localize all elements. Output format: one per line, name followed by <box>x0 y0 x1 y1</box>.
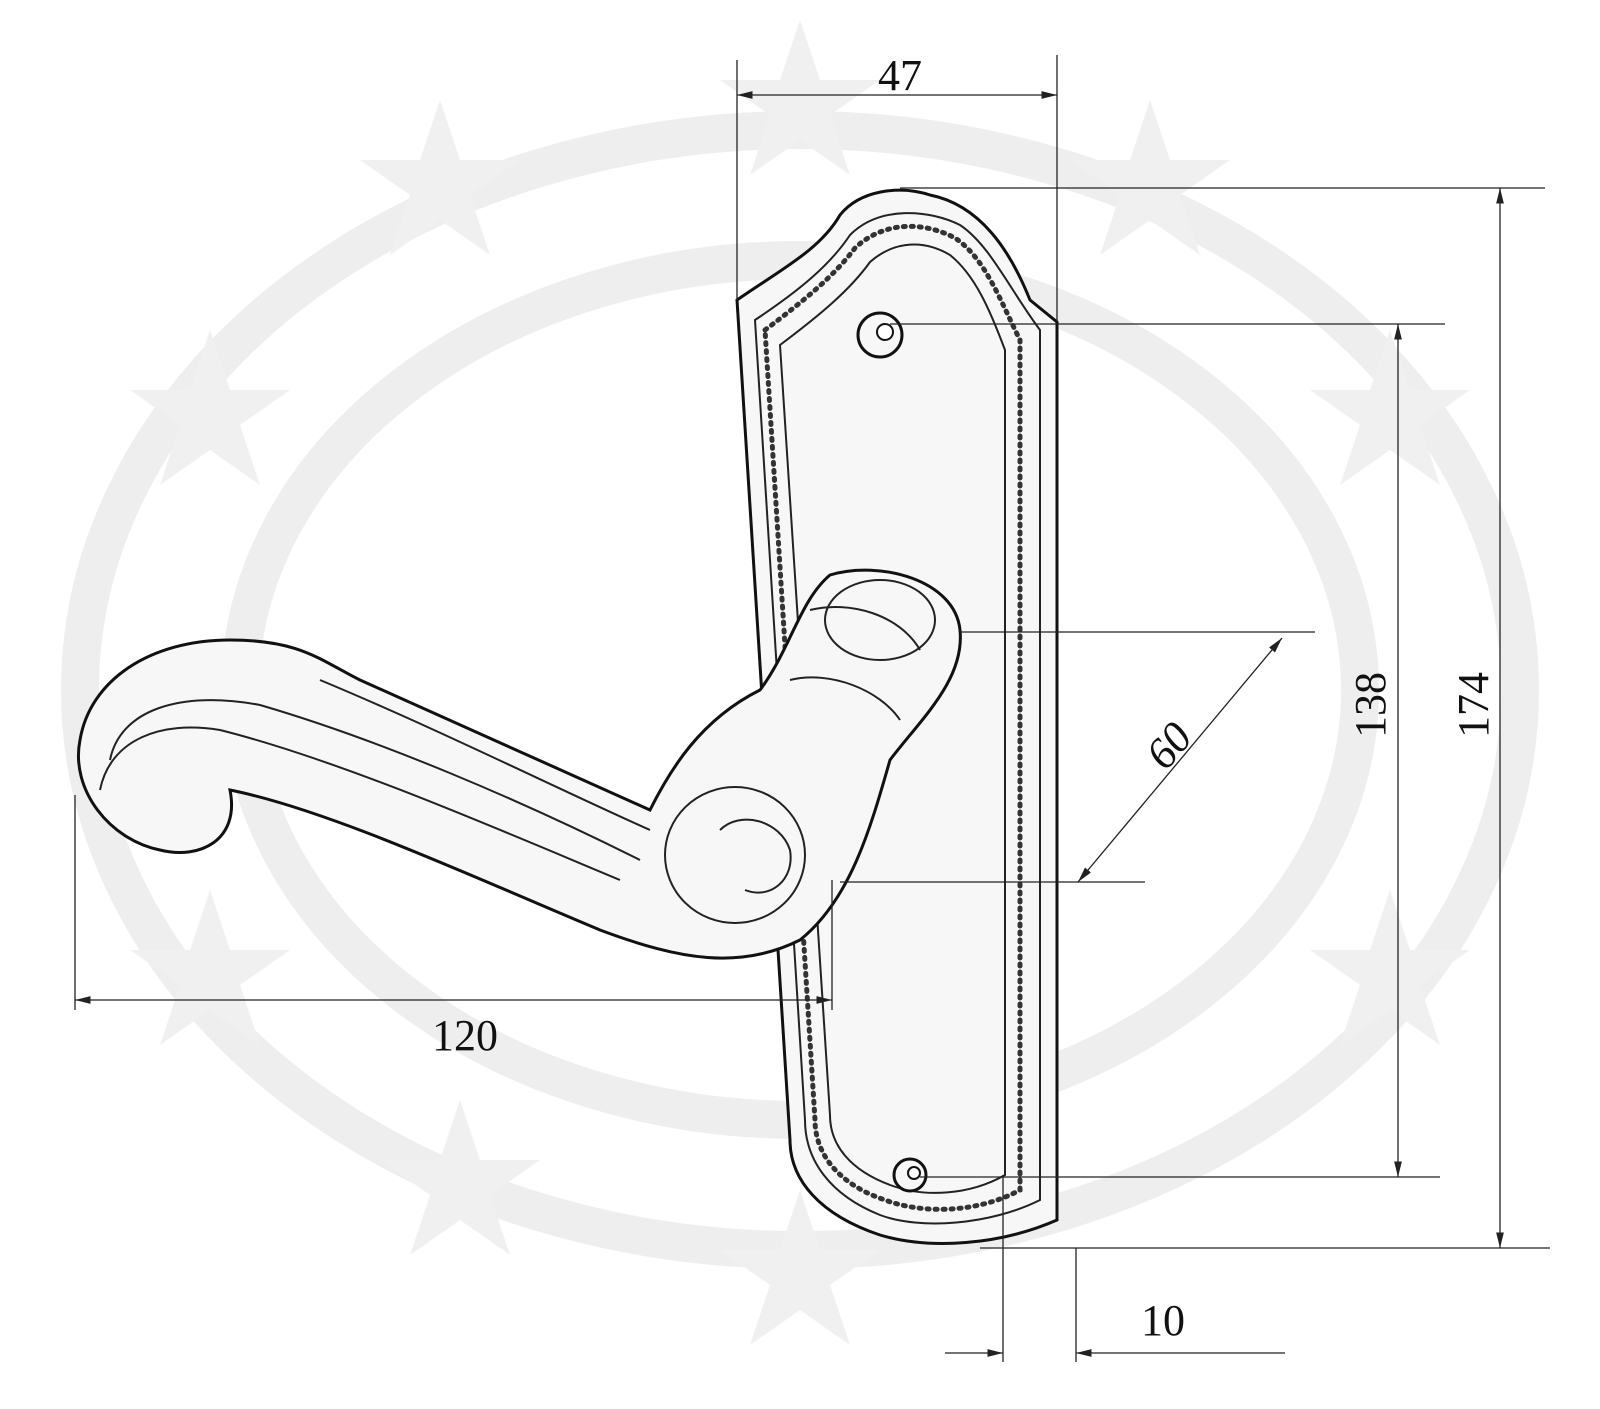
dimension-plate-height: 174 <box>900 187 1550 1249</box>
dimension-label-174: 174 <box>1449 672 1498 738</box>
dimension-plate-thickness: 10 <box>945 1175 1285 1362</box>
dimension-screw-spacing: 138 <box>890 323 1445 1178</box>
dimension-label-60: 60 <box>1136 713 1202 778</box>
lever-handle <box>77 568 962 960</box>
dimension-label-47: 47 <box>878 51 922 100</box>
dimension-label-120: 120 <box>432 1011 498 1060</box>
dimension-label-10: 10 <box>1141 1296 1185 1345</box>
dimension-label-138: 138 <box>1346 672 1395 738</box>
screw-hole-bottom-icon <box>892 1157 928 1193</box>
dimension-lever-length: 120 <box>74 795 833 1060</box>
dimension-plate-width: 47 <box>736 51 1058 322</box>
screw-hole-top-icon <box>856 311 904 359</box>
